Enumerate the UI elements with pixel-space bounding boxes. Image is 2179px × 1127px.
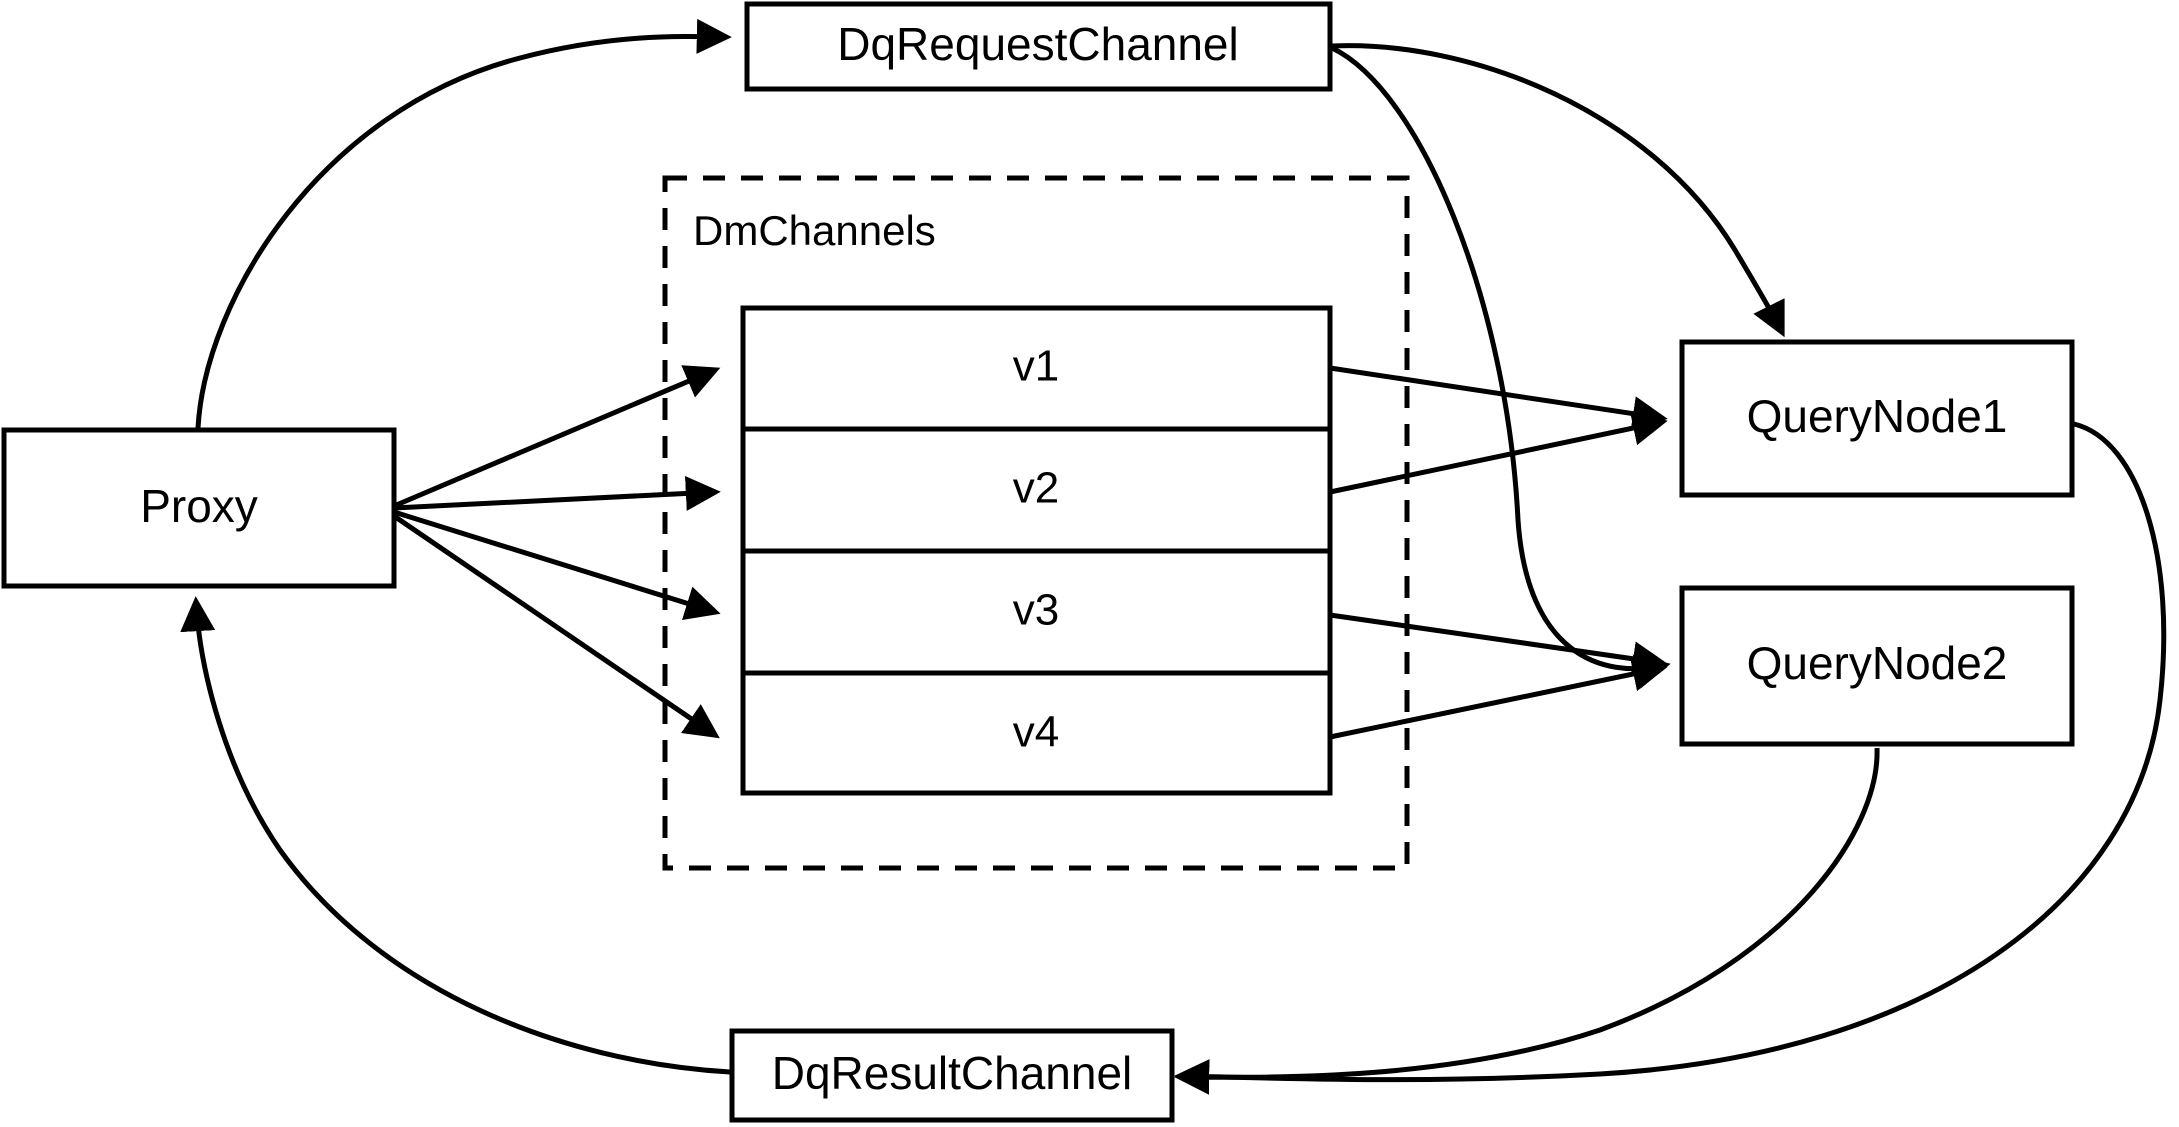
- edge-proxy-to-v4: [392, 513, 720, 739]
- edge-dqrequestchannel-to-querynode2: [1330, 45, 1671, 689]
- proxy-label: Proxy: [140, 480, 258, 532]
- query-node-1-box[interactable]: [1679, 339, 2075, 498]
- dm-channel-row-v1[interactable]: v1: [1013, 342, 1059, 391]
- dq-result-channel-box[interactable]: [729, 1028, 1175, 1123]
- edge-proxy-to-v3: [393, 509, 721, 621]
- query-node-2-label: QueryNode2: [1747, 637, 2008, 689]
- edge-dqrequestchannel-to-querynode1: [1331, 43, 1785, 338]
- query-node-2-box[interactable]: [1679, 585, 2075, 747]
- dm-channel-row-v2[interactable]: v2: [1013, 464, 1059, 513]
- proxy-box[interactable]: [1, 427, 397, 589]
- edge-dqresultchannel-to-proxy: [180, 596, 731, 1075]
- edge-v1-to-querynode1: [1329, 365, 1668, 431]
- dq-request-channel-box[interactable]: [744, 1, 1333, 92]
- dq-request-channel-label: DqRequestChannel: [837, 18, 1239, 70]
- edge-v4-to-querynode2: [1329, 656, 1668, 740]
- dm-channel-row-v3[interactable]: v3: [1013, 586, 1059, 635]
- dm-channel-row-v4[interactable]: v4: [1013, 708, 1059, 757]
- query-node-1-label: QueryNode1: [1747, 390, 2008, 442]
- edge-v2-to-querynode1: [1329, 410, 1668, 495]
- dm-channels-group-label: DmChannels: [693, 207, 936, 254]
- dm-channels-group-box: [662, 175, 1410, 871]
- edge-querynode1-to-dqresultchannel: [1174, 421, 2167, 1095]
- edge-proxy-to-dqrequestchannel: [195, 18, 732, 429]
- edge-querynode2-to-dqresultchannel: [1174, 747, 1880, 1095]
- dq-result-channel-label: DqResultChannel: [772, 1047, 1133, 1099]
- edge-proxy-to-v2: [393, 475, 721, 511]
- edge-proxy-to-v1: [393, 365, 721, 509]
- edge-v3-to-querynode2: [1329, 612, 1668, 677]
